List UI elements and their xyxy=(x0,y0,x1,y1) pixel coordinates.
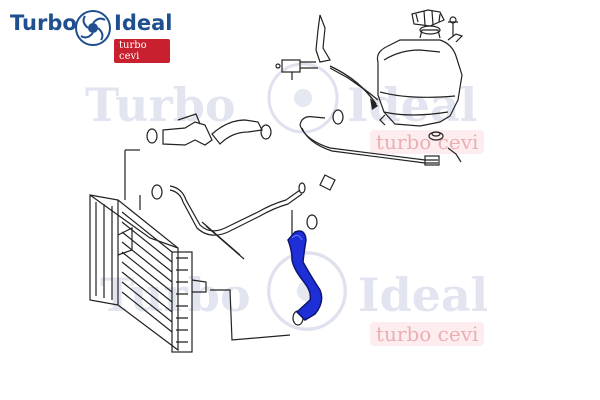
upper-hose xyxy=(146,113,272,146)
coolant-expansion-tank xyxy=(376,25,464,127)
logo-word-turbo: Turbo xyxy=(10,11,77,35)
highlighted-radiator-hose xyxy=(287,230,323,321)
screw xyxy=(448,21,458,36)
radiator xyxy=(89,194,207,353)
logo-tag: turbo cevi xyxy=(114,39,170,63)
brand-logo: Turbo Ideal turbo cevi xyxy=(10,6,173,63)
sensor-connector xyxy=(275,14,379,101)
logo-word-ideal: Ideal xyxy=(114,11,173,35)
tank-cap xyxy=(411,9,445,27)
overflow-pipe xyxy=(151,182,306,260)
bleed-line xyxy=(299,109,462,191)
turbine-wheel-icon xyxy=(75,10,111,46)
